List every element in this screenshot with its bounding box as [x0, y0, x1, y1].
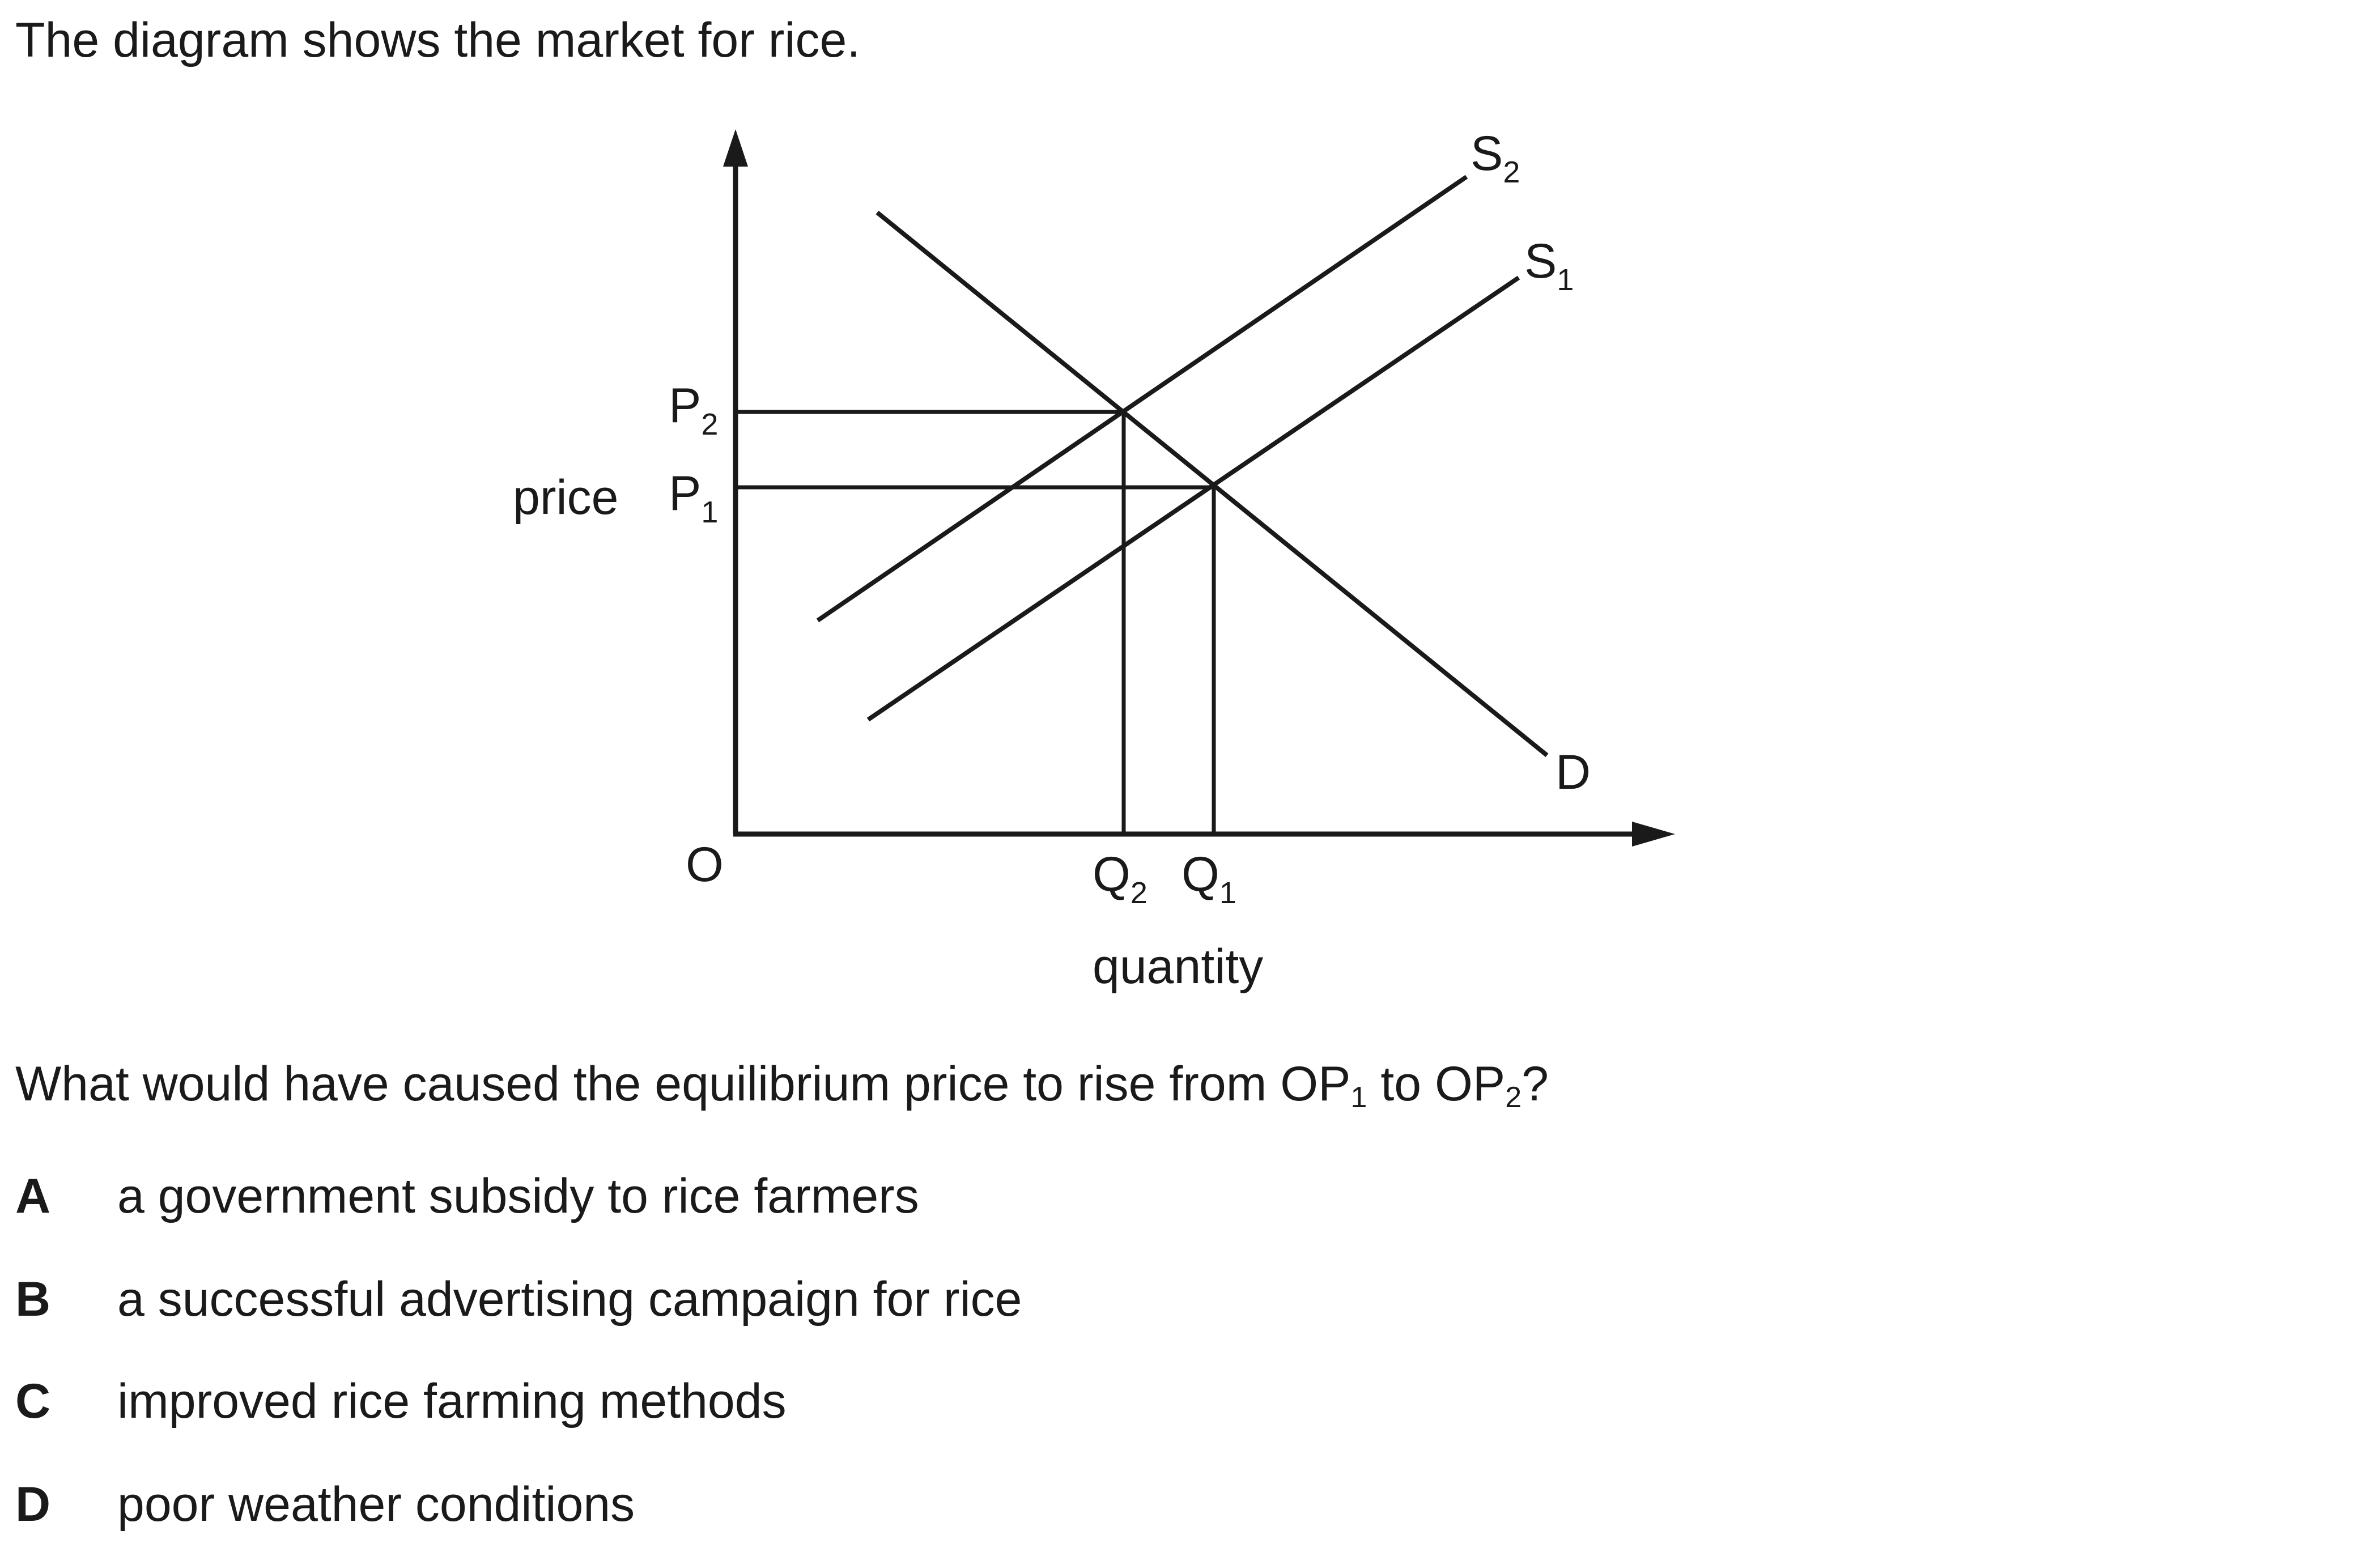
- y-axis-label: price: [513, 470, 618, 525]
- origin-label: O: [686, 837, 724, 892]
- price-label-p2: P2: [669, 379, 718, 441]
- quantity-label-q2: Q2: [1093, 847, 1148, 910]
- option-letter: D: [15, 1477, 51, 1532]
- y-axis-arrowhead: [723, 129, 748, 167]
- curve-label-s1: S1: [1524, 234, 1574, 297]
- supply-curve-s2: [816, 175, 1468, 623]
- option-letter: A: [15, 1169, 51, 1223]
- quantity-label-q1: Q1: [1182, 847, 1236, 910]
- option-text: a successful advertising campaign for ri…: [117, 1272, 1022, 1326]
- curve-label-s2: S2: [1470, 126, 1520, 189]
- option-letter: B: [15, 1272, 51, 1326]
- x-axis-label: quantity: [1093, 939, 1263, 994]
- supply-curve-s1: [866, 275, 1520, 722]
- option-text: a government subsidy to rice farmers: [117, 1169, 919, 1223]
- supply-demand-diagram: P2 P1 price O Q2 Q1 quantity S2 S1 D: [513, 126, 1675, 994]
- price-label-p1: P1: [669, 466, 718, 529]
- option-letter: C: [15, 1374, 51, 1428]
- x-axis-arrowhead: [1632, 822, 1675, 847]
- option-text: improved rice farming methods: [117, 1374, 787, 1428]
- curve-label-d: D: [1556, 745, 1591, 800]
- intro-text: The diagram shows the market for rice.: [15, 13, 861, 67]
- question-text: What would have caused the equilibrium p…: [15, 1057, 1549, 1114]
- option-text: poor weather conditions: [117, 1477, 635, 1532]
